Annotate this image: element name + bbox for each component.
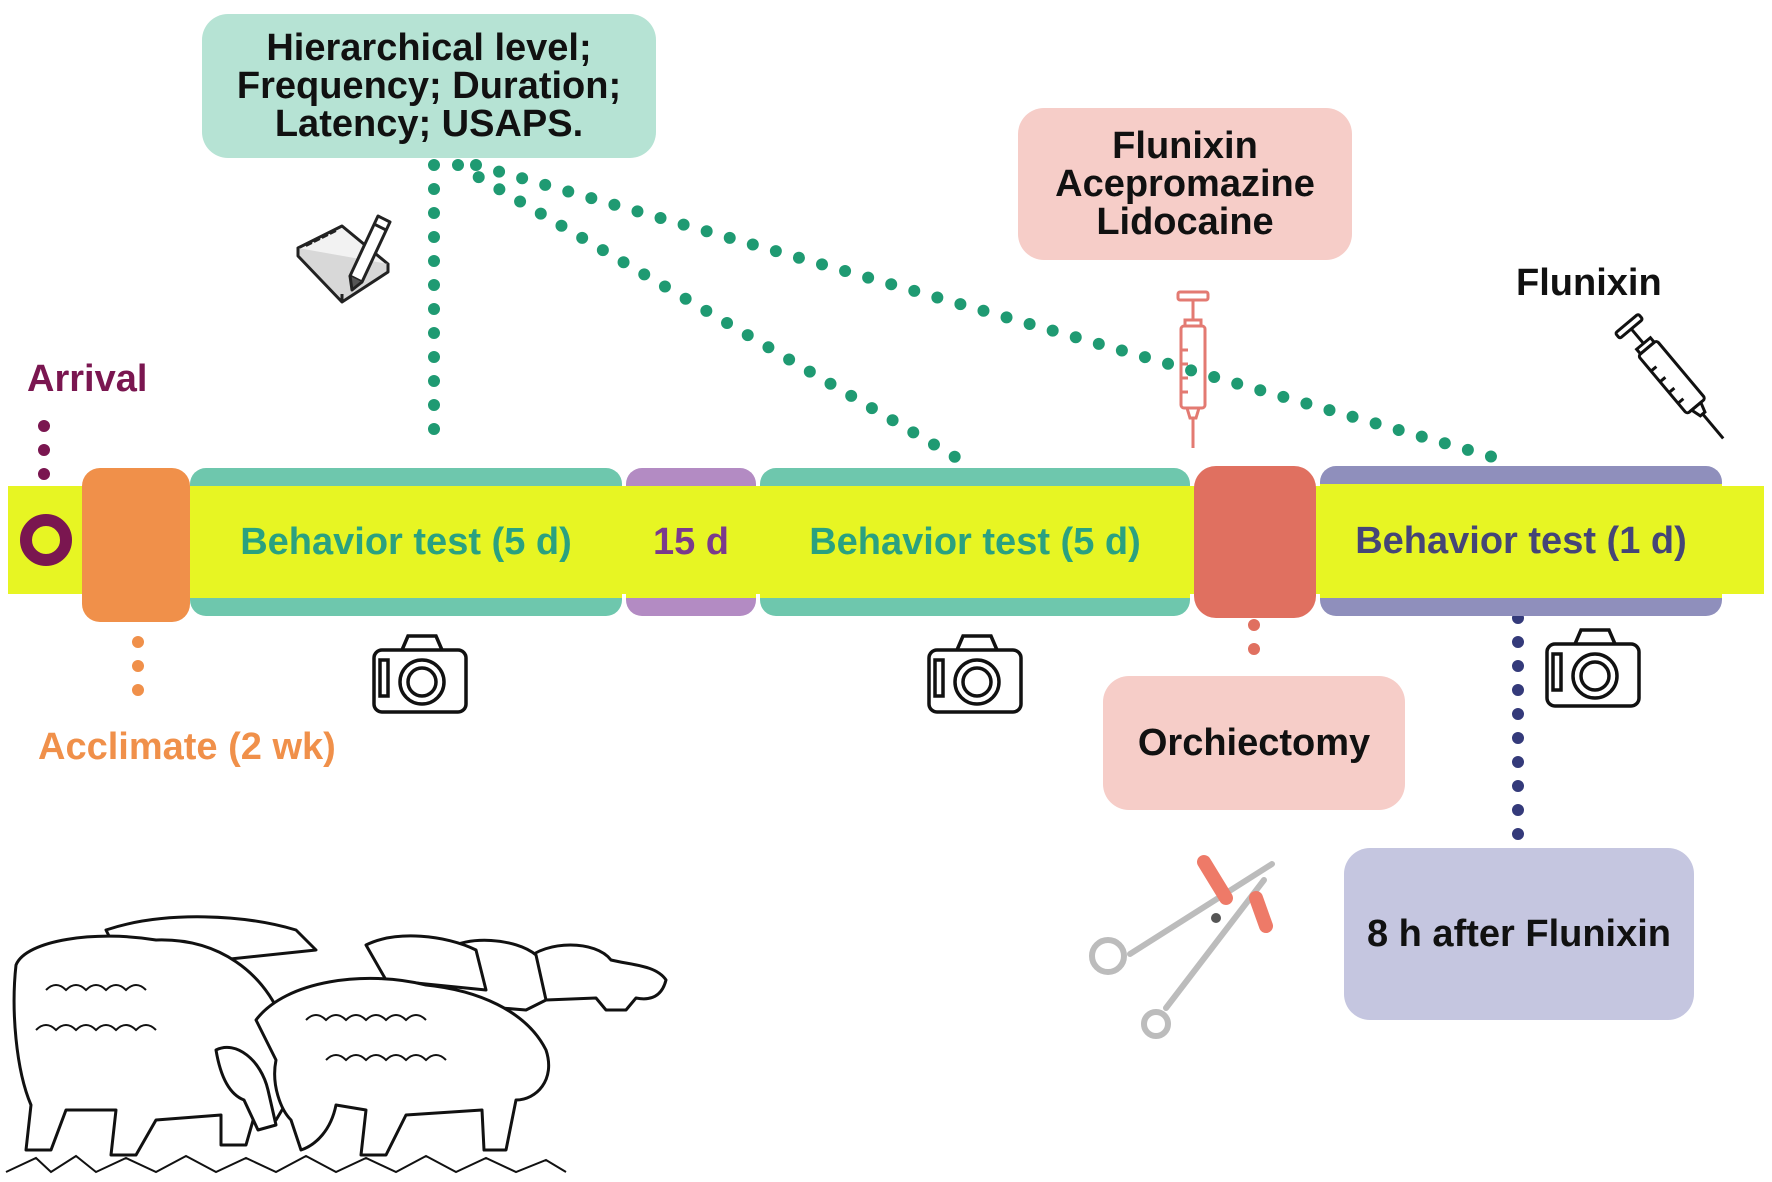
arrival-label: Arrival xyxy=(27,358,148,400)
scissors-icon xyxy=(1089,855,1275,1039)
orchiectomy-block xyxy=(1194,466,1316,618)
connector-test3 xyxy=(470,159,1502,464)
camera-icon xyxy=(372,634,468,714)
behavior-test-1-segment: Behavior test (5 d) xyxy=(190,468,622,616)
behavior-test-2-segment: Behavior test (5 d) xyxy=(760,468,1190,616)
arrival-marker xyxy=(20,514,72,566)
notepad-pencil-icon xyxy=(296,214,392,304)
camera-icon xyxy=(927,634,1023,714)
after-text: 8 h after Flunixin xyxy=(1366,913,1672,955)
sheep-flock-illustration xyxy=(5,915,668,1174)
behavior-test-3-label: Behavior test (1 d) xyxy=(1355,519,1687,562)
behavior-test-2-label: Behavior test (5 d) xyxy=(809,520,1141,563)
orchiectomy-note: Orchiectomy xyxy=(1103,676,1405,810)
interval-label: 15 d xyxy=(652,520,730,563)
measures-note: Hierarchical level; Frequency; Duration;… xyxy=(202,14,656,158)
behavior-test-3-segment: Behavior test (1 d) xyxy=(1320,466,1722,616)
segment-fill xyxy=(760,486,1190,598)
drugs-text: Flunixin Acepromazine Lidocaine xyxy=(1055,125,1315,243)
acclimate-block xyxy=(82,468,190,622)
segment-fill xyxy=(190,486,622,598)
syringe-icon xyxy=(1614,313,1725,440)
syringe-icon xyxy=(1176,290,1210,448)
camera-icon xyxy=(1545,628,1641,708)
orchiectomy-text: Orchiectomy xyxy=(1137,722,1371,764)
behavior-test-1-label: Behavior test (5 d) xyxy=(240,520,572,563)
anesthesia-drugs-note: Flunixin Acepromazine Lidocaine xyxy=(1018,108,1352,260)
interval-segment: 15 d xyxy=(626,468,756,616)
segment-fill xyxy=(1320,484,1722,598)
connector-test2 xyxy=(452,159,968,467)
segment-fill xyxy=(626,486,756,598)
acclimate-label: Acclimate (2 wk) xyxy=(38,726,336,768)
flunixin-label: Flunixin xyxy=(1516,262,1662,304)
post-flunixin-note: 8 h after Flunixin xyxy=(1344,848,1694,1020)
measures-connectors xyxy=(428,159,1502,467)
measures-text: Hierarchical level; Frequency; Duration;… xyxy=(236,27,622,145)
